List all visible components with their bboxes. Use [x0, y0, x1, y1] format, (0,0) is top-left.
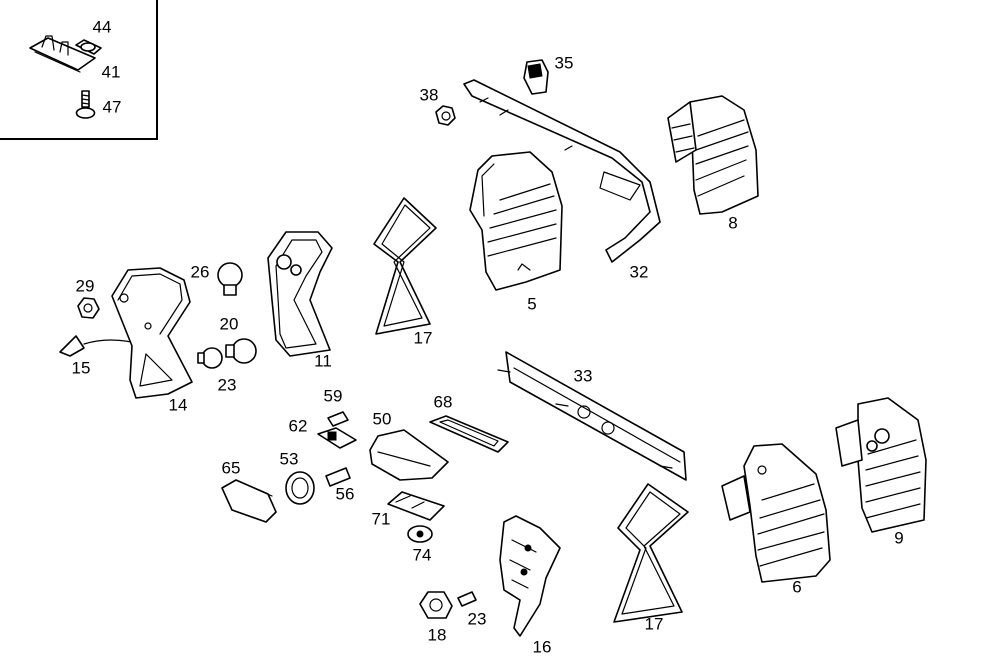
part-26-bulb [217, 262, 243, 296]
label-part-71: 71 [371, 509, 391, 529]
part-56-bulb [325, 467, 351, 487]
part-71-plate [387, 491, 445, 521]
label-part-29: 29 [75, 276, 95, 296]
part-74-washer [407, 525, 433, 543]
label-part-23-lower: 23 [467, 609, 487, 629]
part-20-bulb [225, 338, 257, 364]
label-part-20: 20 [219, 314, 239, 334]
part-62-socket [317, 427, 357, 449]
label-part-26: 26 [190, 262, 210, 282]
label-part-16: 16 [532, 637, 552, 657]
label-part-65: 65 [221, 458, 241, 478]
part-35-clip [523, 59, 549, 95]
label-part-47: 47 [102, 97, 122, 117]
label-part-6: 6 [792, 577, 802, 597]
label-part-74: 74 [412, 545, 432, 565]
part-44-bulb [75, 39, 102, 55]
label-part-17-upper: 17 [413, 328, 433, 348]
label-part-11: 11 [314, 351, 332, 371]
label-part-68: 68 [433, 392, 453, 412]
label-part-59: 59 [323, 386, 343, 406]
label-part-38: 38 [419, 85, 439, 105]
label-part-5: 5 [527, 294, 537, 314]
part-53-socket [285, 471, 315, 505]
part-41-bulb-holder [29, 35, 96, 73]
label-part-9: 9 [894, 528, 904, 548]
part-29-nut [77, 297, 100, 319]
label-part-35: 35 [554, 53, 574, 73]
label-part-14: 14 [168, 395, 188, 415]
part-16-bracket [499, 515, 561, 637]
part-38-nut [435, 105, 456, 126]
part-17-gasket-upper [373, 197, 437, 335]
part-17-gasket-lower [613, 483, 689, 623]
label-part-56: 56 [335, 484, 355, 504]
part-68-gasket [429, 415, 509, 453]
part-6-tail-lamp [721, 443, 831, 583]
label-part-50: 50 [372, 409, 392, 429]
label-part-18: 18 [427, 625, 447, 645]
part-23-bulb-lower [457, 591, 477, 607]
label-part-41: 41 [101, 62, 121, 82]
part-5-tail-lamp-lens [469, 151, 563, 291]
part-14-lamp-unit [111, 267, 193, 399]
part-50-lens [369, 429, 449, 481]
part-8-lamp-housing [667, 95, 759, 215]
label-part-44: 44 [92, 17, 112, 37]
part-18-socket [419, 591, 453, 619]
label-part-23-upper: 23 [217, 375, 237, 395]
part-32-trim-strip [463, 79, 661, 263]
label-part-62: 62 [288, 416, 308, 436]
inset-frame [0, 0, 158, 140]
label-part-53: 53 [279, 449, 299, 469]
part-65-lens-cover [221, 479, 277, 523]
part-15-cable [59, 335, 141, 357]
part-9-tail-lamp [835, 397, 927, 533]
label-part-15: 15 [71, 358, 91, 378]
part-59-bulb [327, 411, 349, 427]
label-part-32: 32 [629, 262, 649, 282]
part-11-bulb-holder [267, 231, 333, 357]
label-part-8: 8 [728, 213, 738, 233]
label-part-17-lower: 17 [644, 614, 664, 634]
part-33-panel-strip [497, 351, 687, 481]
label-part-33: 33 [573, 366, 593, 386]
part-23-bulb-upper [197, 347, 223, 369]
part-47-screw [75, 90, 96, 119]
